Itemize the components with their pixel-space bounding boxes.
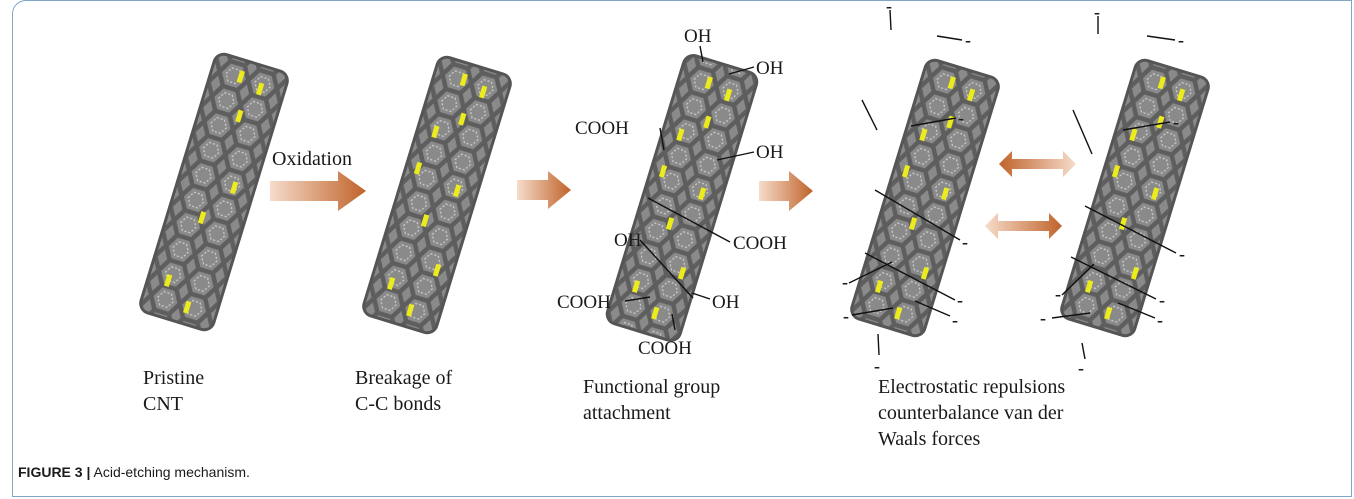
oh-group-1: OH	[684, 26, 712, 47]
defect-bond-14	[406, 303, 415, 317]
defect-bond-45	[1111, 164, 1121, 178]
defect-bond-37	[1157, 76, 1166, 90]
defect-bond-27	[947, 76, 956, 90]
figure-caption: FIGURE 3 | Acid-etching mechanism.	[18, 464, 250, 480]
charge-6: -	[957, 290, 963, 310]
cooh-group-4: COOH	[638, 338, 692, 359]
charge-13: -	[1179, 244, 1185, 264]
oh-group-5: OH	[712, 292, 740, 313]
step-label-functional-1: Functional group	[583, 376, 720, 398]
cooh-group-2: COOH	[733, 233, 787, 254]
cnt-tube-pristine	[139, 52, 289, 332]
cnt-tube-breakage	[362, 55, 512, 335]
charge-16: -	[1040, 308, 1046, 328]
charge-7: -	[843, 306, 849, 326]
oxidation-label: Oxidation	[272, 148, 352, 170]
defect-bond-24	[651, 306, 660, 320]
defect-bond-39	[1129, 128, 1138, 142]
bond-lines	[624, 9, 1177, 360]
defect-bond-1	[255, 82, 265, 96]
step-label-breakage-2: C-C bonds	[355, 393, 441, 415]
repulsion-arrow-2	[985, 213, 1062, 239]
charge-2: -	[965, 30, 971, 50]
step-label-pristine-1: Pristine	[143, 367, 204, 389]
defect-bond-44	[1104, 306, 1113, 320]
defect-bond-42	[1130, 266, 1140, 280]
defect-bond-16	[458, 112, 467, 126]
charge-18: -	[1078, 358, 1084, 378]
defect-bond-38	[1176, 88, 1186, 102]
defect-bond-10	[452, 184, 462, 198]
charge-1: -	[886, 0, 892, 16]
defect-bond-15	[413, 161, 423, 175]
defect-bond-4	[163, 274, 173, 287]
charge-10: -	[1094, 2, 1100, 22]
defect-bond-9	[431, 125, 440, 139]
defect-bond-22	[677, 266, 687, 280]
step-arrow-3	[759, 171, 813, 211]
cnt-tube-charged-1	[850, 58, 1000, 338]
defect-bond-46	[1156, 115, 1165, 129]
defect-bond-33	[874, 280, 884, 293]
figure-caption-text: Acid-etching mechanism.	[93, 464, 250, 480]
defect-bond-2	[229, 181, 239, 195]
charge-8: -	[952, 310, 958, 330]
cnt-tube-functional	[605, 53, 759, 343]
cooh-group-3: COOH	[557, 292, 611, 313]
charge-9: -	[874, 356, 880, 376]
defect-bond-0	[236, 70, 245, 84]
defect-bond-32	[920, 266, 930, 280]
defect-bond-29	[919, 128, 928, 142]
defect-bond-19	[676, 128, 685, 142]
defect-bond-17	[704, 76, 713, 90]
defect-bond-40	[1150, 187, 1160, 201]
defect-bond-7	[459, 73, 468, 87]
figure-label: FIGURE 3 |	[18, 464, 91, 480]
defect-bond-28	[966, 88, 976, 102]
defect-bond-23	[631, 280, 641, 293]
defect-bond-21	[665, 217, 675, 231]
step-label-breakage-1: Breakage of	[355, 367, 453, 389]
cnt-tube-charged-2	[1060, 58, 1210, 338]
step-label-electrostatic-2: counterbalance van der	[878, 402, 1064, 424]
repulsion-arrow-1	[999, 151, 1076, 177]
step-label-electrostatic-1: Electrostatic repulsions	[878, 376, 1065, 398]
defect-bond-3	[197, 211, 207, 225]
cooh-group-1: COOH	[575, 118, 629, 139]
oh-group-2: OH	[756, 58, 784, 79]
defect-bond-31	[908, 217, 918, 231]
charge-3: -	[958, 108, 964, 128]
defect-bond-43	[1084, 280, 1094, 293]
oh-group-3: OH	[756, 142, 784, 163]
step-label-electrostatic-3: Waals forces	[878, 428, 980, 450]
charge-11: -	[1178, 30, 1184, 50]
defect-bond-26	[703, 115, 712, 129]
defect-bond-35	[901, 164, 911, 178]
charge-5: -	[842, 272, 848, 292]
charge-4: -	[962, 232, 968, 252]
defect-bond-20	[697, 187, 707, 201]
oxidation-arrow	[270, 171, 366, 211]
charge-17: -	[1157, 310, 1163, 330]
defect-bond-6	[235, 109, 244, 123]
defect-bond-8	[478, 85, 488, 99]
defect-bond-5	[183, 300, 192, 314]
step-label-functional-2: attachment	[583, 402, 671, 424]
defect-bond-11	[420, 214, 430, 228]
step-arrow-2	[517, 171, 571, 209]
charge-14: -	[1055, 284, 1061, 304]
defect-bond-41	[1118, 217, 1128, 231]
defect-bond-25	[658, 164, 668, 178]
charge-15: -	[1159, 290, 1165, 310]
charge-12: -	[1173, 112, 1179, 132]
oh-group-4: OH	[614, 230, 642, 251]
defect-bond-30	[940, 187, 950, 201]
defect-bond-34	[894, 306, 903, 320]
defect-bond-18	[723, 88, 733, 102]
defect-bond-13	[386, 277, 396, 290]
defect-bonds	[163, 70, 1186, 320]
step-label-pristine-2: CNT	[143, 393, 183, 415]
defect-bond-12	[432, 263, 442, 277]
